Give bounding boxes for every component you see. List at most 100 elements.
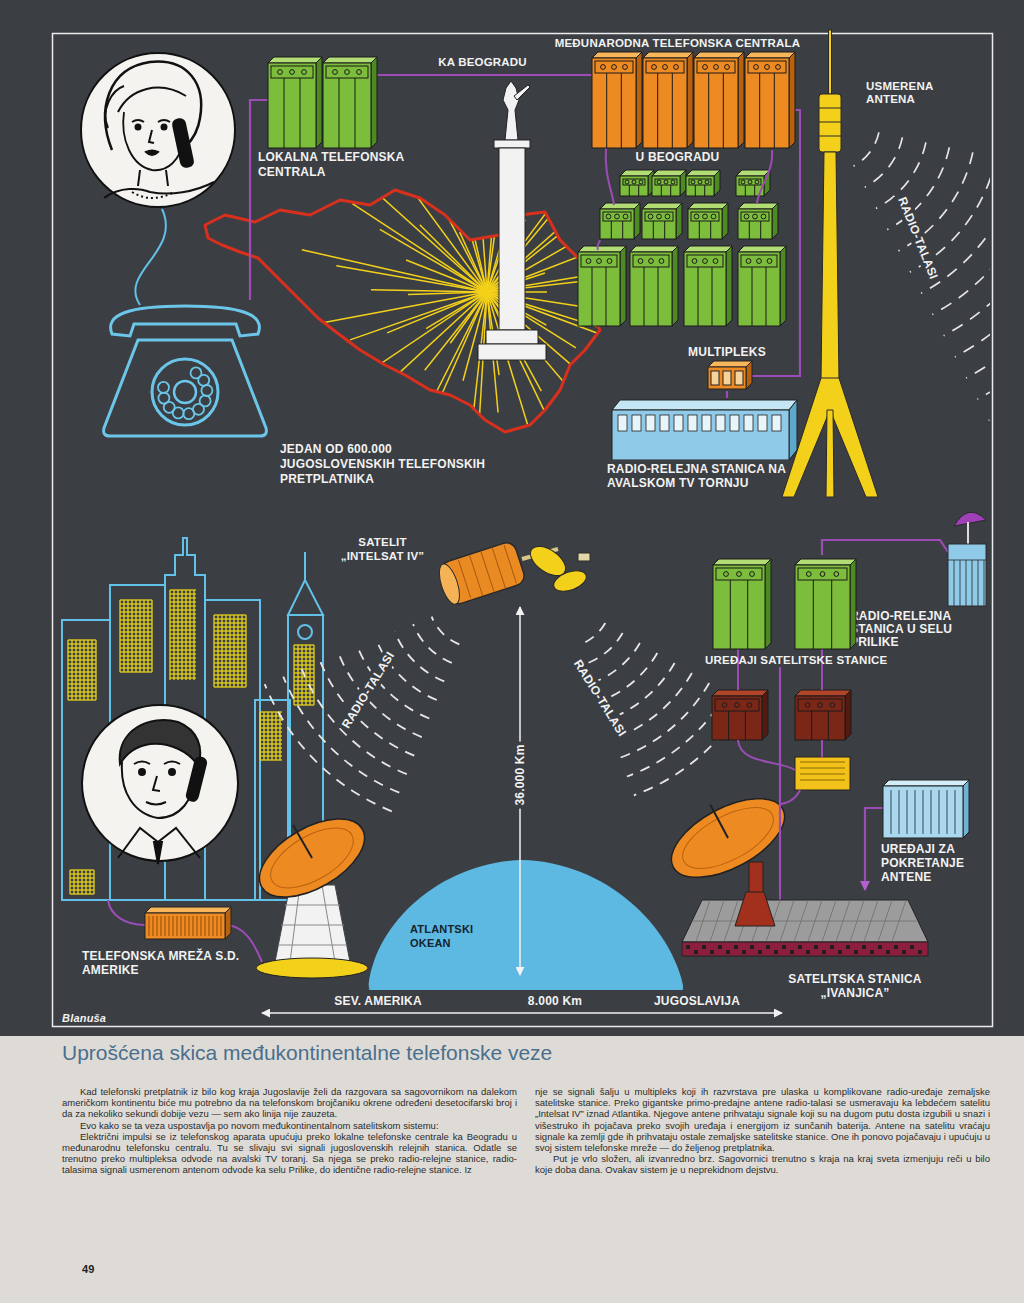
shape-rect <box>730 415 739 431</box>
shape-line <box>68 699 96 700</box>
shape-circle <box>158 382 169 393</box>
shape-circle <box>652 65 657 70</box>
shape-line <box>294 660 314 661</box>
shape-rect <box>646 415 655 431</box>
shape-group <box>243 796 377 913</box>
node-label: RADIO-RELEJNA STANICA NA AVALSKOM TV TOR… <box>607 462 792 490</box>
shape-polygon <box>592 52 642 58</box>
text-column: Kad telefonski pretplatnik iz bilo kog k… <box>62 1086 517 1176</box>
shape-polygon <box>850 559 856 649</box>
shape-polygon <box>746 361 752 389</box>
shape-line <box>170 653 196 654</box>
shape-circle <box>703 214 708 219</box>
shape-line <box>819 122 841 123</box>
shape-circle <box>806 572 811 577</box>
shape-line <box>260 755 282 756</box>
shape-group <box>302 116 647 486</box>
shape-rect <box>646 61 684 73</box>
shape-path <box>738 740 795 770</box>
shape-polygon <box>323 57 377 63</box>
body-paragraph: Električni impulsi se iz telefonskog apa… <box>62 1131 517 1176</box>
shape-line <box>170 589 196 590</box>
shape-line <box>214 674 246 675</box>
shape-polygon <box>726 246 732 326</box>
shape-circle <box>615 214 620 219</box>
shape-ellipse <box>659 782 797 893</box>
shape-line <box>966 560 967 606</box>
shape-line <box>658 267 659 326</box>
shape-line <box>710 804 728 838</box>
shape-line <box>745 711 746 740</box>
shape-rect <box>806 950 810 954</box>
shape-circle <box>612 65 617 70</box>
shape-rect <box>734 945 738 949</box>
shape-circle <box>302 70 307 75</box>
shape-path <box>606 148 614 205</box>
shape-rect <box>0 0 1024 1036</box>
shape-line <box>185 916 186 936</box>
shape-line <box>120 615 152 616</box>
shape-rect <box>643 58 687 148</box>
body-paragraph: Kad telefonski pretplatnik iz bilo kog k… <box>62 1086 517 1120</box>
shape-line <box>120 663 152 664</box>
shape-rect <box>742 950 746 954</box>
shape-line <box>622 221 623 239</box>
shape-line <box>214 686 246 687</box>
shape-circle <box>698 180 702 184</box>
shape-line <box>606 267 607 326</box>
shape-polygon <box>682 942 928 956</box>
shape-line <box>120 651 152 652</box>
shape-line <box>214 678 246 679</box>
shape-line <box>70 877 94 878</box>
shape-line <box>70 873 94 874</box>
node-shape <box>607 398 802 460</box>
node-shape <box>680 890 930 970</box>
shape-path <box>154 842 162 864</box>
shape-circle <box>606 214 611 219</box>
shape-line <box>170 637 196 638</box>
shape-line <box>644 267 645 326</box>
shape-path <box>432 617 460 645</box>
shape-polygon <box>680 170 686 196</box>
shape-circle <box>625 180 629 184</box>
signature: Blanuša <box>62 1011 106 1025</box>
shape-path <box>878 807 883 809</box>
shape-line <box>214 662 246 663</box>
shape-path <box>821 740 823 757</box>
shape-path <box>367 922 388 990</box>
shape-polygon <box>821 152 839 380</box>
node-label: JEDAN OD 600.000 JUGOSLOVENSKIH TELEFONS… <box>280 442 495 487</box>
shape-line <box>170 617 196 618</box>
shape-path <box>503 81 519 140</box>
shape-line <box>170 609 196 610</box>
shape-line <box>692 921 918 922</box>
satellite: SATELIT „INTELSAT IV” <box>335 535 600 605</box>
shape-path <box>120 720 201 766</box>
shape-polygon <box>735 892 775 926</box>
shape-rect <box>694 58 738 148</box>
shape-line <box>592 267 593 326</box>
shape-line <box>170 669 196 670</box>
shape-rect <box>716 568 762 580</box>
shape-rect <box>486 330 538 344</box>
telephone-set: JEDAN OD 600.000 JUGOSLOVENSKIH TELEFONS… <box>90 300 490 487</box>
shape-line <box>170 665 196 666</box>
shape-path <box>368 860 684 990</box>
shape-line <box>214 642 246 643</box>
shape-line <box>262 1012 782 1014</box>
shape-circle <box>818 703 823 708</box>
shape-line <box>305 645 306 705</box>
shape-line <box>217 916 218 936</box>
shape-rect <box>581 255 617 267</box>
shape-line <box>819 108 841 109</box>
shape-path <box>135 209 166 305</box>
shape-line <box>170 641 196 642</box>
shape-path <box>283 677 399 793</box>
shape-line <box>350 292 487 340</box>
shape-line <box>79 640 80 700</box>
shape-polygon <box>676 203 682 239</box>
shape-rect <box>688 415 697 431</box>
shape-rect <box>702 945 706 949</box>
node-shape <box>850 500 990 610</box>
shape-line <box>214 650 246 651</box>
